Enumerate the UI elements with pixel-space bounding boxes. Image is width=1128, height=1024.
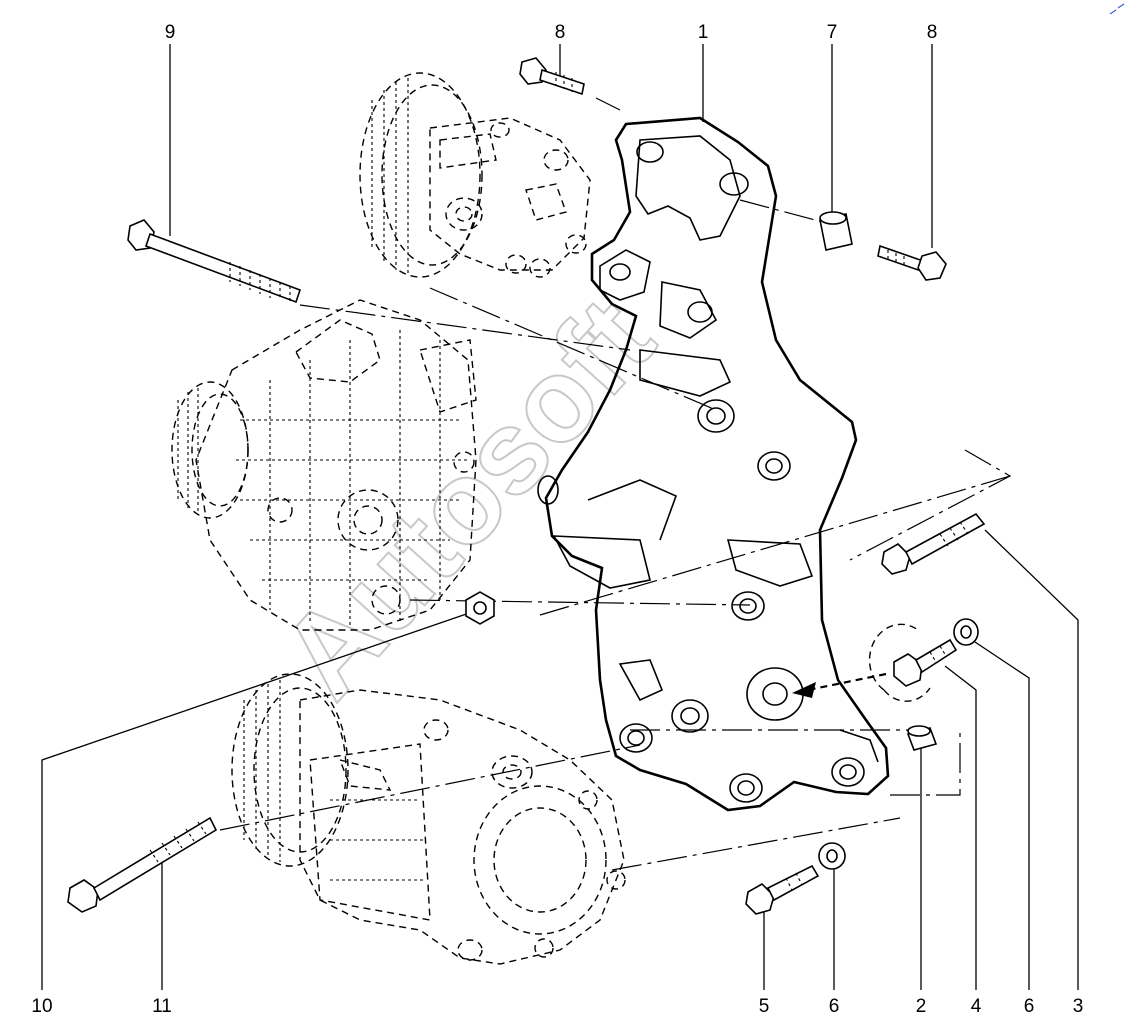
label-8-top: 8 xyxy=(555,22,566,43)
alternator xyxy=(171,299,477,631)
callout-labels: 9 8 1 7 8 10 11 5 6 2 4 6 3 xyxy=(31,22,1083,1017)
ac-compressor xyxy=(231,673,626,965)
bolt-part-4 xyxy=(868,623,958,702)
washer-part-6-right xyxy=(953,618,979,646)
label-11: 11 xyxy=(152,996,172,1017)
label-1: 1 xyxy=(698,22,709,43)
label-6-left: 6 xyxy=(829,996,840,1017)
corner-mark xyxy=(1109,3,1125,15)
label-9: 9 xyxy=(165,22,176,43)
bolt-part-3 xyxy=(881,512,986,575)
label-2: 2 xyxy=(916,996,927,1017)
nut-part-10 xyxy=(465,591,495,625)
label-7: 7 xyxy=(827,22,838,43)
spacer-part-7 xyxy=(819,211,853,251)
label-5: 5 xyxy=(759,996,770,1017)
bolt-part-11 xyxy=(67,816,218,913)
bolt-part-9 xyxy=(127,219,302,304)
label-3: 3 xyxy=(1073,996,1084,1017)
spacer-part-2 xyxy=(906,725,938,751)
insertion-arrow xyxy=(792,672,887,698)
label-4: 4 xyxy=(971,996,982,1017)
bolt-part-5 xyxy=(745,864,820,915)
label-6-right: 6 xyxy=(1024,996,1035,1017)
label-10: 10 xyxy=(31,996,52,1017)
bolt-part-8-lower xyxy=(877,244,947,281)
bracket-part-1 xyxy=(537,116,890,812)
power-steering-pump xyxy=(359,72,591,278)
leader-lines xyxy=(41,44,1079,990)
label-8-right: 8 xyxy=(927,22,938,43)
bolt-part-8-upper xyxy=(519,57,585,96)
washer-part-6-bottom xyxy=(818,842,846,870)
